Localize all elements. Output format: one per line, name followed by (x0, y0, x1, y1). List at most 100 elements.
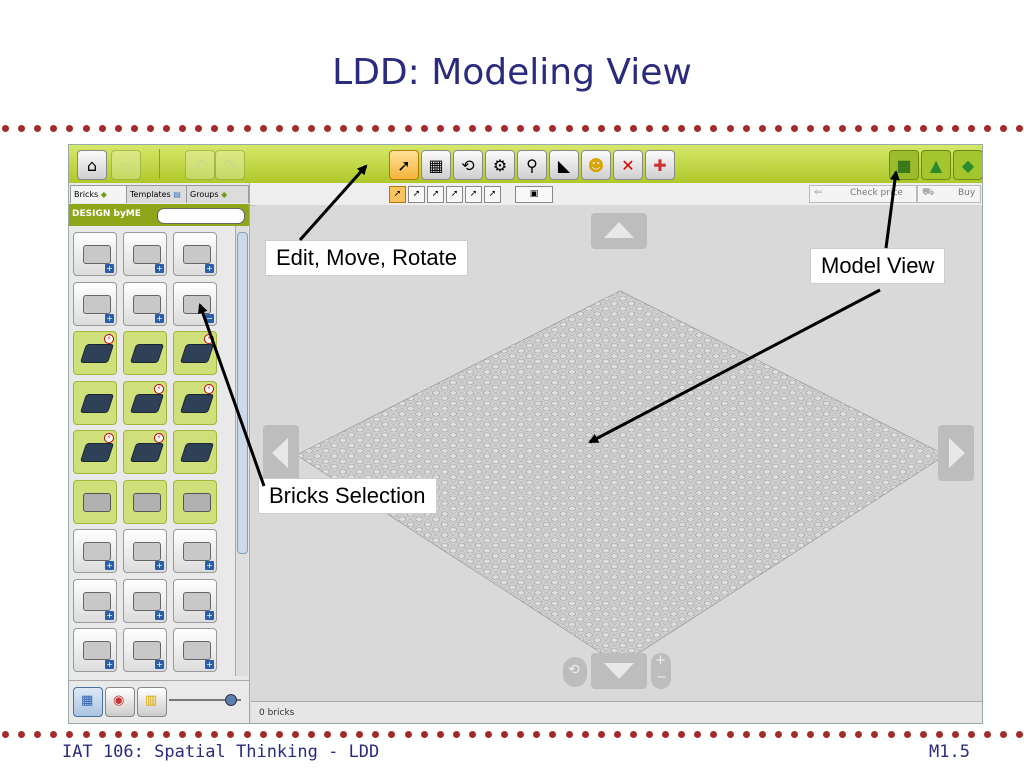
build-mode-button[interactable]: ■ (889, 150, 919, 180)
pan-down-button[interactable] (591, 653, 647, 689)
save-button[interactable]: ▭ (111, 150, 141, 180)
brick-palette-item[interactable]: + (73, 529, 117, 573)
paint-tool-button[interactable]: ◣ (549, 150, 579, 180)
single-select-button[interactable]: ➚ (389, 186, 406, 203)
building-guide-button[interactable]: ◆ (953, 150, 982, 180)
camera-button[interactable]: ▣ (515, 186, 553, 203)
brick-palette-item[interactable]: + (123, 232, 167, 276)
tab-templates[interactable]: Templates ▤ (126, 185, 189, 203)
brick-palette-item[interactable]: + (173, 232, 217, 276)
palette-scrollbar[interactable] (235, 226, 248, 676)
rotate-view-button[interactable]: ⟲ (563, 657, 587, 687)
brick-palette-item[interactable] (73, 380, 117, 425)
expand-icon[interactable]: + (205, 561, 214, 570)
palette-zoom-slider[interactable] (169, 694, 241, 706)
divider-dot (243, 125, 251, 132)
expand-icon[interactable]: + (205, 264, 214, 273)
brick-palette-item[interactable] (173, 430, 217, 474)
buy-button[interactable]: ⛟ Buy (917, 185, 981, 203)
divider-dot (2, 731, 9, 738)
brick-palette-item[interactable]: + (123, 578, 167, 623)
decoration-tool-button[interactable]: ☻ (581, 150, 611, 180)
brick-palette-item[interactable] (173, 479, 217, 524)
check-price-button[interactable]: ⇐ Check price (809, 185, 917, 203)
brick-palette-item[interactable] (73, 479, 117, 524)
brick-palette-item[interactable] (123, 479, 167, 524)
pan-right-button[interactable] (938, 425, 974, 481)
brick-palette-item[interactable]: + (73, 281, 117, 326)
color-select-button[interactable]: ➚ (446, 186, 463, 203)
brick-palette-item[interactable]: + (173, 628, 217, 672)
sort-button[interactable]: ▥ (137, 687, 167, 717)
divider-dot (533, 731, 541, 738)
delete-tool-button[interactable]: ✕ (613, 150, 643, 180)
pan-left-button[interactable] (263, 425, 299, 481)
expand-icon[interactable]: + (105, 264, 114, 273)
shape-select-button[interactable]: ➚ (465, 186, 482, 203)
brick-palette-item[interactable]: ⚡ (73, 331, 117, 375)
divider-dot (903, 125, 911, 132)
zoom-slider-knob[interactable] (225, 694, 237, 706)
zoom-button[interactable]: + − (651, 653, 671, 689)
invert-select-button[interactable]: ➚ (484, 186, 501, 203)
expand-icon[interactable]: + (105, 313, 114, 323)
hinge-tool-icon: ⟲ (461, 155, 475, 175)
brick-palette-item[interactable]: + (73, 578, 117, 623)
divider-dot (130, 731, 138, 738)
palette-view-button[interactable]: ▦ (73, 687, 103, 717)
divider-dot (195, 125, 203, 132)
tab-bricks[interactable]: Bricks ◆ (70, 185, 129, 203)
divider-dot (517, 731, 525, 738)
palette-search-input[interactable] (157, 208, 245, 224)
select-tool-button[interactable]: ➚ (389, 150, 419, 180)
expand-icon[interactable]: + (105, 660, 114, 669)
expand-icon[interactable]: + (155, 660, 164, 669)
hide-tool-button[interactable]: ✚ (645, 150, 675, 180)
expand-icon[interactable]: + (105, 561, 114, 570)
brick-palette-item[interactable]: + (173, 578, 217, 623)
divider-dot (179, 125, 187, 132)
brick-palette-item[interactable]: + (173, 529, 217, 573)
brick-palette-item[interactable]: − (173, 281, 217, 326)
brick-thumbnail-icon (133, 641, 161, 660)
divider-dot (678, 731, 686, 738)
brick-palette-item[interactable]: + (123, 281, 167, 326)
brick-palette-item[interactable] (123, 331, 167, 375)
palette-scroll-thumb[interactable] (237, 232, 248, 554)
pan-up-button[interactable] (591, 213, 647, 249)
expand-icon[interactable]: + (155, 264, 164, 273)
view-mode-button[interactable]: ▲ (921, 150, 951, 180)
expand-icon[interactable]: + (205, 660, 214, 669)
brick-palette-item[interactable]: ⚡ (173, 380, 217, 425)
hinge-align-icon: ⚲ (526, 155, 538, 175)
brick-palette-item[interactable]: ⚡ (123, 430, 167, 474)
redo-button[interactable]: ↷ (215, 150, 245, 180)
expand-icon[interactable]: + (155, 313, 164, 323)
flex-tool-button[interactable]: ⚙ (485, 150, 515, 180)
brick-palette-item[interactable]: + (123, 529, 167, 573)
divider-dot (146, 731, 154, 738)
brick-palette-item[interactable]: ⚡ (123, 380, 167, 425)
collapse-icon[interactable]: − (205, 313, 214, 323)
brick-palette-item[interactable]: + (73, 232, 117, 276)
home-button[interactable]: ⌂ (77, 150, 107, 180)
brick-palette-item[interactable]: ⚡ (173, 331, 217, 375)
divider-dot (468, 731, 476, 738)
expand-icon[interactable]: + (155, 610, 164, 620)
expand-icon[interactable]: + (105, 610, 114, 620)
divider-dot (163, 731, 170, 738)
undo-button[interactable]: ↶ (185, 150, 215, 180)
tab-groups[interactable]: Groups ◆ (186, 185, 249, 203)
multi-select-button[interactable]: ➚ (408, 186, 425, 203)
brick-palette-item[interactable]: + (73, 628, 117, 672)
connected-select-button[interactable]: ➚ (427, 186, 444, 203)
divider-dot (694, 125, 702, 132)
brick-palette-item[interactable]: + (123, 628, 167, 672)
hinge-tool-button[interactable]: ⟲ (453, 150, 483, 180)
brick-palette-item[interactable]: ⚡ (73, 430, 117, 474)
expand-icon[interactable]: + (205, 610, 214, 620)
clone-tool-button[interactable]: ▦ (421, 150, 451, 180)
color-palette-button[interactable]: ◉ (105, 687, 135, 717)
hinge-align-button[interactable]: ⚲ (517, 150, 547, 180)
expand-icon[interactable]: + (155, 561, 164, 570)
